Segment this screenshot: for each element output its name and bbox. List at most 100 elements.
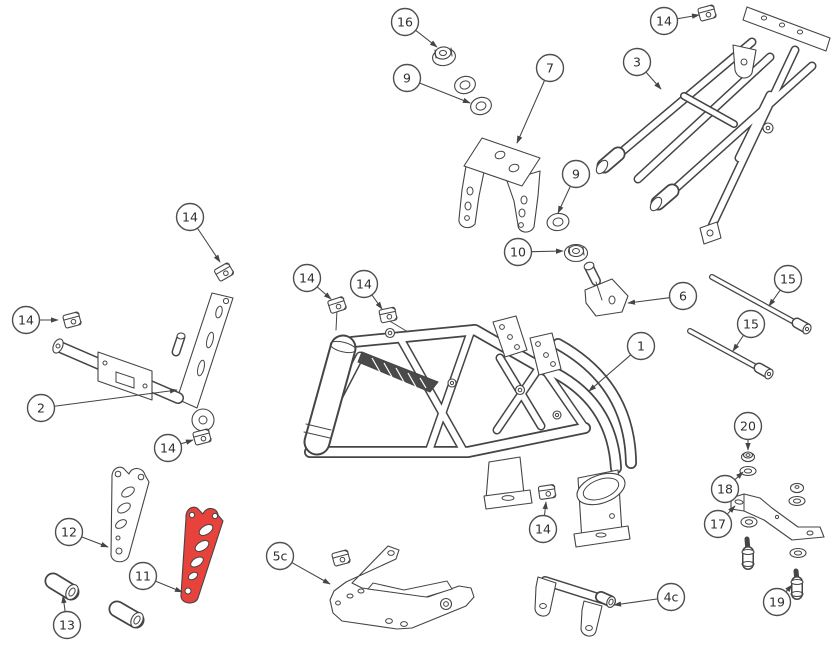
callout-circle[interactable]	[54, 517, 84, 547]
callout-label: 13	[59, 618, 75, 633]
callout-circle[interactable]	[292, 263, 322, 293]
callout-label: 10	[510, 245, 526, 260]
callout-label: 15	[780, 272, 796, 287]
callout-circle[interactable]	[128, 561, 158, 591]
callout-circle[interactable]	[703, 509, 733, 539]
callout-circle[interactable]	[26, 393, 56, 423]
callout-circle[interactable]	[773, 264, 803, 294]
part-1-main-frame	[303, 309, 637, 548]
callout-label: 9	[403, 71, 411, 86]
callout-circle[interactable]	[265, 541, 295, 571]
callout-9-c9b[interactable]: 9	[557, 159, 591, 214]
callout-leader-line	[81, 536, 109, 548]
part-14-clip-nut-4	[327, 296, 347, 314]
callout-6-c6[interactable]: 6	[627, 281, 698, 311]
callout-1-c1[interactable]: 1	[588, 331, 656, 392]
callout-14-c14g[interactable]: 14	[528, 501, 558, 544]
callout-2-c2[interactable]: 2	[26, 388, 178, 423]
callout-18-c18[interactable]: 18	[710, 471, 744, 504]
callout-circle[interactable]	[528, 514, 558, 544]
callout-leader-line	[415, 29, 438, 48]
callout-14-c14e[interactable]: 14	[349, 269, 383, 310]
callout-circle[interactable]	[733, 411, 763, 441]
callout-7-c7[interactable]: 7	[516, 53, 565, 144]
callout-circle[interactable]	[503, 237, 533, 267]
callout-circle[interactable]	[736, 309, 766, 339]
callout-circle[interactable]	[175, 202, 205, 232]
callout-leader-line	[726, 505, 736, 515]
callout-leader-line	[785, 584, 793, 593]
callout-circle[interactable]	[622, 47, 652, 77]
callout-circle[interactable]	[668, 281, 698, 311]
callout-circle[interactable]	[762, 587, 792, 617]
part-13-spacer-1	[44, 572, 80, 601]
callout-leader-line	[734, 471, 744, 481]
callout-circle[interactable]	[52, 610, 82, 640]
callout-leader-line	[61, 595, 67, 612]
callout-5c-c5c[interactable]: 5c	[265, 541, 331, 585]
callout-14-c14d[interactable]: 14	[292, 263, 332, 300]
callout-19-c19[interactable]: 19	[762, 584, 793, 617]
callout-label: 14	[160, 441, 176, 456]
callout-10-c10[interactable]: 10	[503, 237, 564, 267]
callout-16-c16[interactable]: 16	[390, 7, 438, 48]
callout-14-c14b[interactable]: 14	[175, 202, 221, 263]
part-18-washer	[739, 465, 757, 477]
callout-15-c15b[interactable]: 15	[732, 309, 766, 352]
callout-circle[interactable]	[561, 159, 591, 189]
callout-circle[interactable]	[656, 582, 686, 612]
part-17-strap-bracket	[730, 482, 825, 570]
callout-leader-line	[419, 82, 471, 104]
callout-4c-c4c[interactable]: 4c	[613, 582, 686, 612]
callout-leader-line	[557, 186, 571, 214]
callout-label: 4c	[664, 590, 679, 605]
callout-leader-line	[613, 598, 658, 607]
callout-leader-line	[54, 388, 178, 407]
part-2-mount-bracket-assembly	[52, 292, 234, 432]
callout-label: 19	[769, 595, 785, 610]
callout-14-c14a[interactable]: 14	[649, 6, 700, 36]
callout-17-c17[interactable]: 17	[703, 505, 736, 539]
callout-15-c15a[interactable]: 15	[768, 264, 803, 307]
callout-circle[interactable]	[535, 53, 565, 83]
callout-leader-line	[531, 248, 564, 254]
part-14-clip-nut-8	[331, 549, 351, 567]
callout-9-c9a[interactable]: 9	[392, 63, 471, 104]
callout-leader-line	[627, 297, 670, 305]
part-10-flange-nut	[563, 243, 589, 263]
callout-label: 2	[37, 401, 45, 416]
callout-leader-line	[732, 334, 744, 352]
callout-13-c13[interactable]: 13	[52, 595, 82, 640]
part-11-support-plate-highlighted	[180, 506, 224, 604]
callout-label: 14	[299, 271, 315, 286]
part-14-clip-nut-2	[214, 262, 234, 282]
callout-circle[interactable]	[649, 6, 679, 36]
callout-12-c12[interactable]: 12	[54, 517, 109, 548]
callout-circle[interactable]	[626, 331, 656, 361]
callout-20-c20[interactable]: 20	[733, 411, 763, 451]
part-15-bolt-long-1	[709, 274, 812, 335]
callout-label: 6	[679, 289, 687, 304]
callout-circle[interactable]	[153, 433, 183, 463]
callout-11-c11[interactable]: 11	[128, 561, 183, 593]
part-9-washer-2	[470, 96, 492, 116]
callout-leader-line	[588, 354, 632, 392]
callout-3-c3[interactable]: 3	[622, 47, 662, 90]
part-14-clip-nut-1	[697, 4, 717, 22]
callout-14-c14f[interactable]: 14	[153, 433, 194, 463]
callout-circle[interactable]	[11, 305, 41, 335]
callout-circle[interactable]	[349, 269, 379, 299]
callout-leader-line	[677, 13, 700, 20]
part-14-clip-nut-6	[192, 428, 212, 446]
callout-14-c14c[interactable]: 14	[11, 305, 59, 335]
callout-label: 11	[135, 569, 151, 584]
callout-label: 14	[656, 14, 672, 29]
callout-circle[interactable]	[710, 474, 740, 504]
part-14-clip-nut-7	[537, 484, 557, 500]
callout-leader-line	[291, 562, 331, 585]
callout-circle[interactable]	[392, 63, 422, 93]
callout-label: 14	[356, 277, 372, 292]
callout-circle[interactable]	[390, 7, 420, 37]
